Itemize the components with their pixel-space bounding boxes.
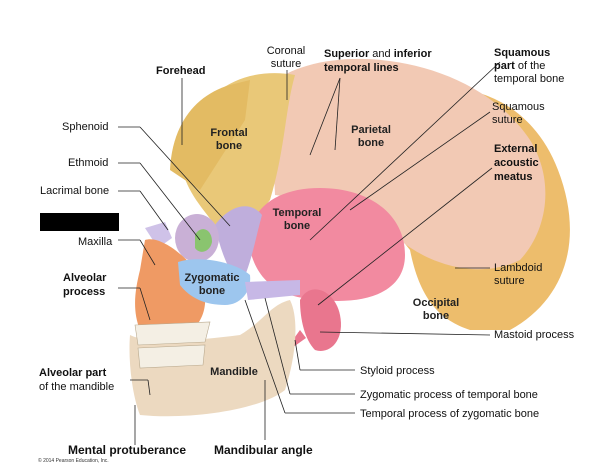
label-coronal-suture-line1: Coronal <box>266 45 306 57</box>
label-alveolar-part-line1: Alveolar part <box>39 367 107 379</box>
label-and: and <box>369 48 394 60</box>
label-temporal-bone-line2: bone <box>283 220 311 232</box>
ethmoid-bone-shape <box>195 229 212 252</box>
label-external-acoustic-line1: External <box>494 143 538 155</box>
label-lambdoid-suture-line2: suture <box>494 275 525 287</box>
label-zygomatic-bone-line1: Zygomatic <box>184 272 240 284</box>
label-styloid-process: Styloid process <box>360 365 435 377</box>
label-alveolar-process-line2: process <box>63 286 106 298</box>
forehead-edge <box>170 80 250 190</box>
label-temporal-process-zygomatic: Temporal process of zygomatic bone <box>360 408 540 420</box>
label-occipital-bone-line1: Occipital <box>412 297 460 309</box>
leader-lines <box>118 61 501 445</box>
label-ethmoid: Ethmoid <box>68 157 109 169</box>
label-squamous-part-line2: part of the <box>494 60 545 72</box>
label-frontal-bone-line1: Frontal <box>210 127 248 139</box>
sphenoid-bone-shape <box>215 206 262 285</box>
label-temporal-lines: temporal lines <box>324 62 399 74</box>
label-squamous-suture-line2: suture <box>492 114 523 126</box>
label-lacrimal-bone: Lacrimal bone <box>40 185 110 197</box>
label-occipital-bone-line2: bone <box>422 310 450 322</box>
label-inferior: inferior <box>393 48 432 60</box>
label-zygomatic-bone-line2: bone <box>198 285 226 297</box>
label-coronal-suture-line2: suture <box>270 58 302 70</box>
label-zygomatic-process-temporal: Zygomatic process of temporal bone <box>360 389 538 401</box>
label-squamous-suture-line1: Squamous <box>492 101 545 113</box>
label-parietal-bone-line1: Parietal <box>351 124 391 136</box>
label-mandibular-angle: Mandibular angle <box>214 443 313 457</box>
mastoid-shape <box>300 289 341 351</box>
lacrimal-bone-shape <box>145 222 172 248</box>
mandible-shape <box>129 300 296 417</box>
label-squamous-part-line3: temporal bone <box>494 73 565 85</box>
parietal-bone-shape <box>270 58 546 270</box>
redacted-label-box <box>40 213 119 231</box>
label-sphenoid: Sphenoid <box>62 121 109 133</box>
teeth-upper <box>134 321 211 346</box>
zygomatic-bone-shape <box>178 259 251 305</box>
label-temporal-bone-line1: Temporal <box>272 207 322 219</box>
label-frontal-bone-line2: bone <box>215 140 243 152</box>
teeth-lower <box>137 344 206 369</box>
copyright-notice: © 2014 Pearson Education, Inc. <box>38 458 109 464</box>
label-lambdoid-suture-line1: Lambdoid <box>494 262 543 274</box>
label-mental-protuberance: Mental protuberance <box>68 443 187 457</box>
label-part: part <box>494 60 515 72</box>
label-parietal-bone-line2: bone <box>357 137 385 149</box>
label-alveolar-part-line2: of the mandible <box>39 381 115 393</box>
label-external-acoustic-line3: meatus <box>494 171 533 183</box>
label-mastoid-process: Mastoid process <box>494 329 575 341</box>
label-of-the: of the <box>514 60 546 72</box>
label-squamous-part-line1: Squamous <box>494 47 551 59</box>
label-mandible: Mandible <box>210 366 258 378</box>
label-maxilla: Maxilla <box>78 236 113 248</box>
label-alveolar-process-line1: Alveolar <box>63 272 107 284</box>
label-external-acoustic-line2: acoustic <box>494 157 539 169</box>
label-superior-inferior-line1: Superior and inferior <box>324 48 432 60</box>
label-superior: Superior <box>324 48 370 60</box>
zygomatic-arch-shape <box>245 280 300 300</box>
label-forehead: Forehead <box>156 65 206 77</box>
temporal-bone-shape <box>249 188 405 301</box>
